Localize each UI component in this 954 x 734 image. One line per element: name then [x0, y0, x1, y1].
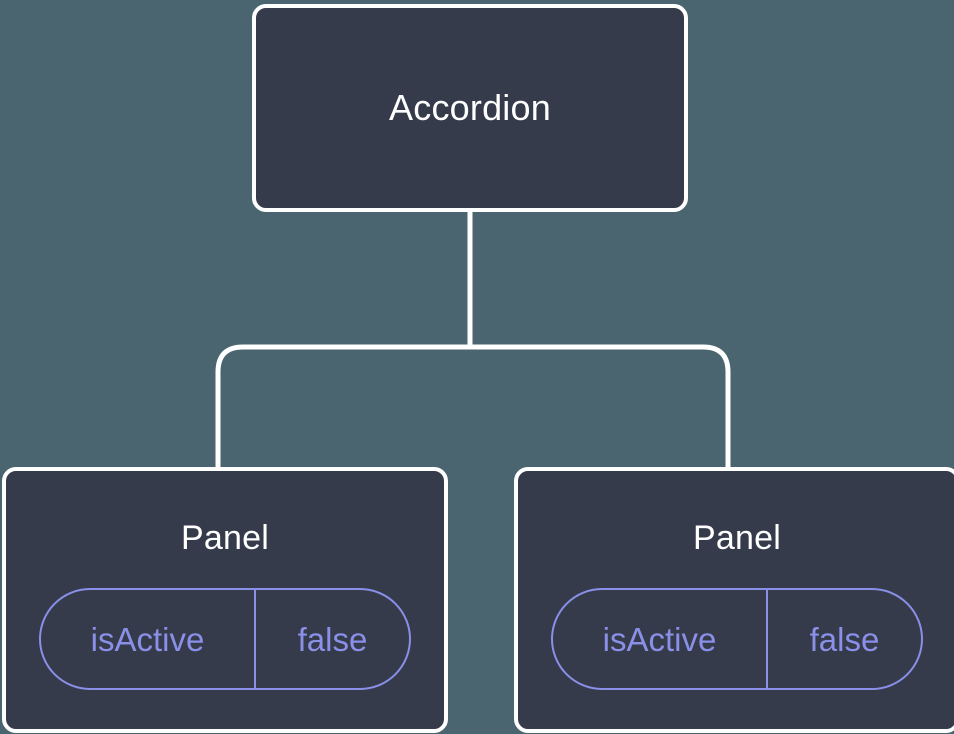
node-panel-1-state-key: isActive — [41, 590, 256, 688]
node-panel-1-state-badge[interactable]: isActive false — [39, 588, 411, 690]
node-panel-2-state-badge[interactable]: isActive false — [551, 588, 923, 690]
node-panel-1-title: Panel — [181, 519, 269, 557]
node-accordion-title: Accordion — [389, 87, 551, 128]
node-panel-2-state-value: false — [809, 620, 880, 658]
edge-split-bar — [215, 344, 731, 467]
node-panel-1-state-value: false — [297, 620, 368, 658]
node-panel-2[interactable]: Panel isActive false — [514, 467, 954, 733]
node-panel-1[interactable]: Panel isActive false — [2, 467, 448, 733]
node-panel-2-title: Panel — [693, 519, 781, 557]
node-panel-2-state-key: isActive — [553, 590, 768, 688]
node-accordion[interactable]: Accordion — [252, 4, 688, 212]
